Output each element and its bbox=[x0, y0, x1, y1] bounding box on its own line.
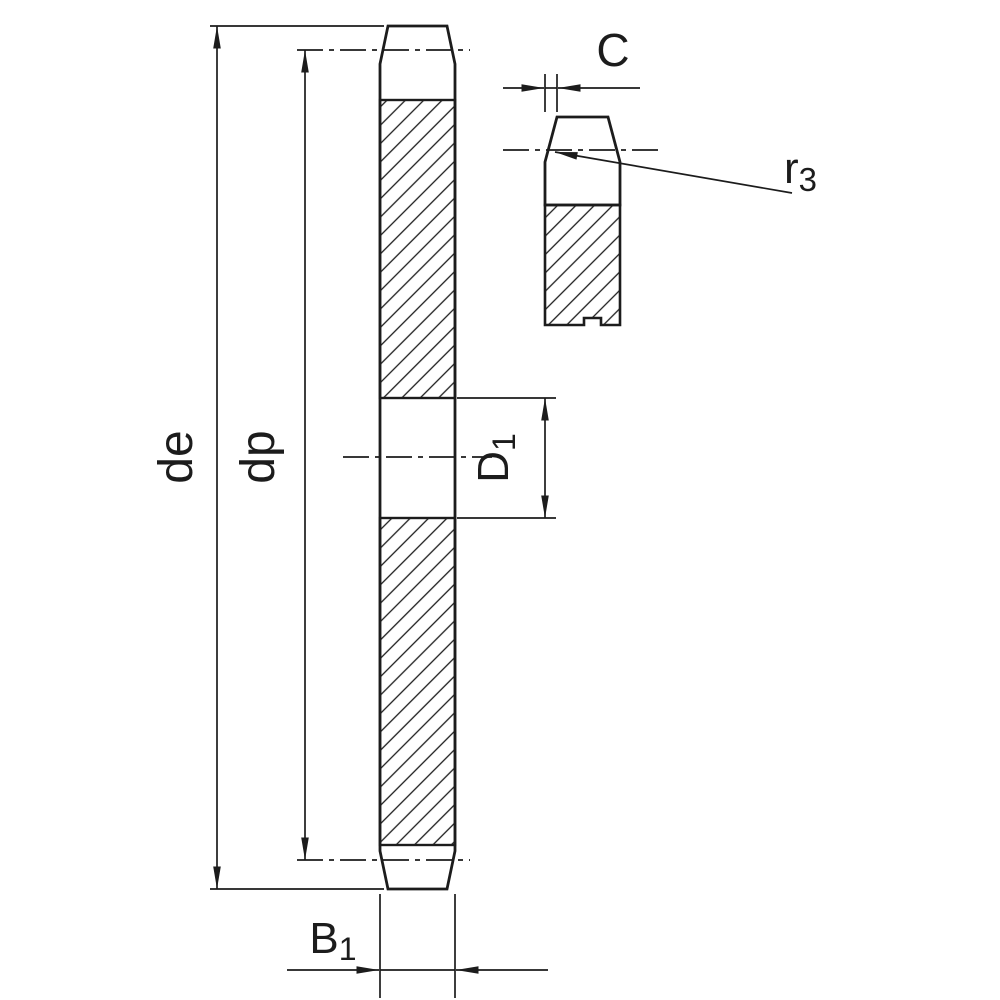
label-c: C bbox=[596, 24, 629, 76]
dimensions bbox=[210, 25, 793, 998]
label-de: de bbox=[150, 430, 203, 483]
tooth-hatch-area bbox=[543, 203, 622, 327]
label-d1-sub: 1 bbox=[486, 433, 522, 451]
label-r3-base: r bbox=[784, 144, 799, 193]
label-b1-base: B bbox=[309, 914, 338, 963]
dimension-b1 bbox=[287, 894, 548, 998]
label-r3-sub: 3 bbox=[799, 161, 817, 198]
dimension-de bbox=[210, 25, 384, 890]
label-d1-base: D bbox=[469, 451, 518, 483]
hatch-area-upper bbox=[378, 98, 457, 400]
tooth-detail-view bbox=[543, 115, 622, 327]
label-r3: r3 bbox=[784, 144, 817, 198]
dimension-c bbox=[503, 74, 640, 112]
dimension-d1 bbox=[457, 397, 556, 519]
r3-leader-line bbox=[554, 151, 793, 194]
label-dp: dp bbox=[232, 430, 285, 483]
label-d1: D1 bbox=[469, 433, 522, 483]
center-lines bbox=[297, 49, 660, 861]
label-b1: B1 bbox=[309, 914, 356, 967]
side-view bbox=[378, 24, 457, 891]
leader-r3 bbox=[554, 151, 793, 194]
hatch-area-lower bbox=[378, 516, 457, 847]
label-b1-sub: 1 bbox=[339, 931, 357, 967]
dimension-labels: de dp D1 B1 C r3 bbox=[150, 24, 817, 967]
